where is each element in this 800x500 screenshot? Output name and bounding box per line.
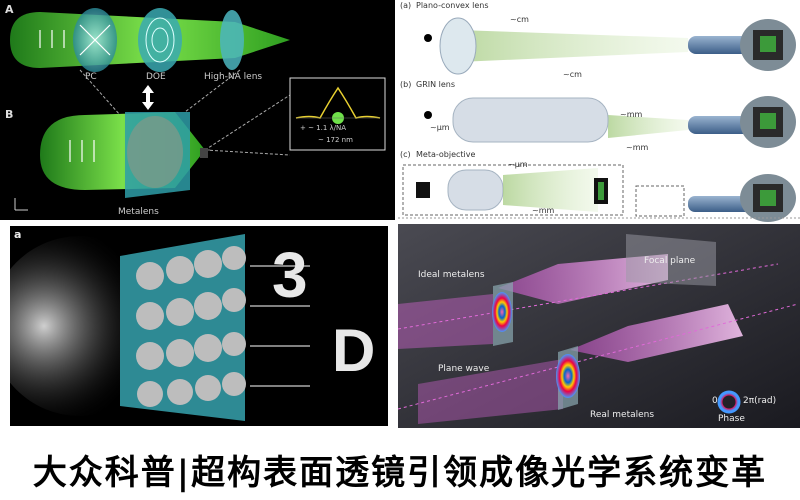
page-caption: 大众科普|超构表面透镜引领成像光学系统变革 bbox=[32, 452, 768, 493]
label-high-na-lens: High-NA lens bbox=[204, 72, 263, 82]
lens-elements bbox=[136, 246, 246, 407]
title-meta-objective: Meta-objective bbox=[416, 150, 476, 159]
ideal-phase-profile bbox=[492, 292, 512, 332]
panel-3d-display: a 3 D bbox=[10, 226, 388, 426]
axis-icon bbox=[14, 198, 28, 211]
meta-objective bbox=[447, 169, 504, 211]
label-row-a: (a) bbox=[400, 1, 412, 10]
real-phase-profile bbox=[556, 354, 580, 398]
panel-a-letter-a: A bbox=[5, 3, 14, 16]
ideal-focus-cone bbox=[498, 254, 668, 304]
panel-metalens-focusing: Ideal metalens Focal plane Plane wave Re… bbox=[398, 224, 800, 428]
phase-legend-2pi: 2π(rad) bbox=[743, 396, 777, 406]
metalens-pattern bbox=[127, 116, 183, 188]
label-plane-wave: Plane wave bbox=[438, 364, 490, 374]
plano-convex-lens bbox=[439, 17, 477, 75]
3d-display-illustration bbox=[10, 226, 388, 426]
panel-a-letter-b: B bbox=[5, 108, 14, 121]
panel-lens-comparison: (a) Plano-convex lens (b) GRIN lens (c) … bbox=[398, 0, 800, 222]
label-ideal-metalens: Ideal metalens bbox=[418, 270, 485, 280]
metalens-setup-illustration bbox=[10, 8, 386, 211]
label-metalens: Metalens bbox=[118, 207, 159, 217]
text-d: D bbox=[332, 317, 376, 384]
dim-mm-3: ~mm bbox=[532, 206, 555, 215]
real-focus-cone bbox=[570, 304, 743, 362]
doe-element bbox=[138, 8, 182, 72]
inset-resolution-text: + ~ 1.1 λ/NA bbox=[300, 124, 347, 132]
label-doe: DOE bbox=[146, 72, 166, 82]
dim-cm-2: ~cm bbox=[563, 70, 582, 79]
lens-comparison-illustration bbox=[398, 17, 800, 222]
label-row-b: (b) bbox=[400, 80, 412, 89]
title-plano-convex: Plano-convex lens bbox=[416, 1, 489, 10]
high-na-lens bbox=[220, 10, 244, 70]
label-row-c: (c) bbox=[400, 150, 411, 159]
label-real-metalens: Real metalens bbox=[590, 410, 655, 420]
title-grin: GRIN lens bbox=[416, 80, 456, 89]
dim-mm-2: ~mm bbox=[626, 143, 649, 152]
panel-metalens-setup: A B PC DOE High-NA lens Metalens + ~ 1.1… bbox=[0, 0, 395, 220]
grin-lens bbox=[452, 97, 609, 143]
panel-c-letter: a bbox=[14, 228, 22, 241]
text-3: 3 bbox=[272, 239, 308, 311]
metalens-focusing-illustration bbox=[398, 224, 800, 428]
inset-size-text: ~ 172 nm bbox=[318, 136, 353, 144]
focal-plane bbox=[626, 234, 716, 286]
phase-legend-icon bbox=[717, 390, 741, 414]
phase-legend-label: Phase bbox=[718, 414, 745, 424]
label-pc: PC bbox=[85, 72, 97, 82]
label-focal-plane: Focal plane bbox=[644, 256, 696, 266]
dim-mm-1: ~mm bbox=[620, 110, 643, 119]
phase-legend-zero: 0 bbox=[712, 396, 718, 406]
double-arrow-icon bbox=[142, 85, 154, 110]
dim-um-2: ~μm bbox=[508, 160, 528, 169]
dim-um-1: ~μm bbox=[430, 123, 450, 132]
dim-cm-1: ~cm bbox=[510, 15, 529, 24]
